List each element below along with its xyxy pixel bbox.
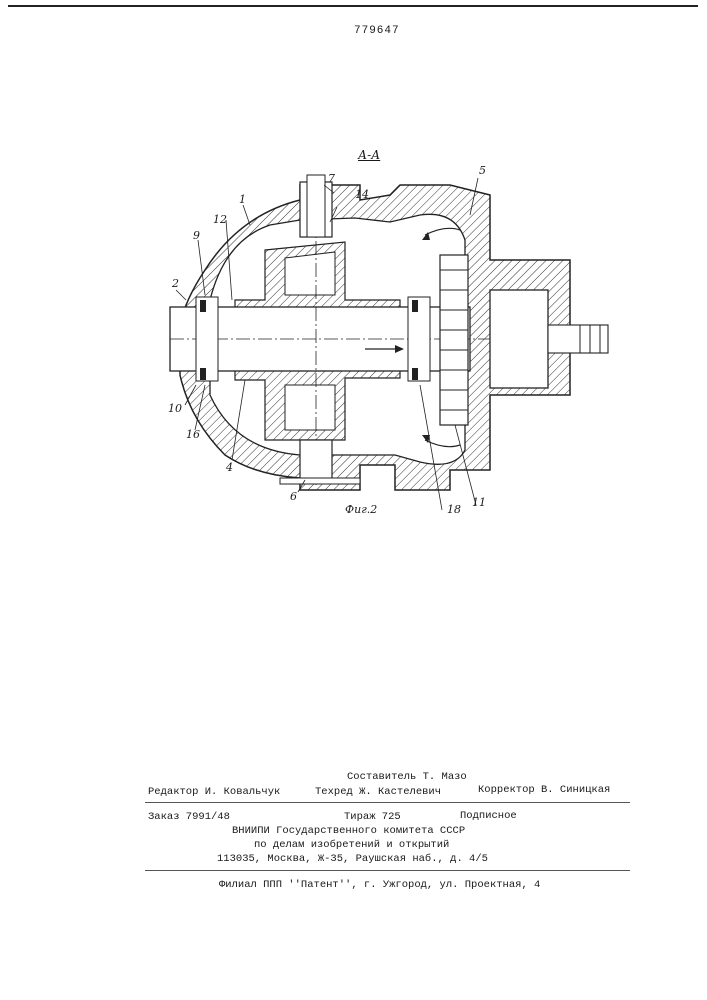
part-label-2: 2 <box>172 277 179 290</box>
patent-number: 779647 <box>354 25 400 37</box>
motor-coupling <box>490 290 548 388</box>
top-border-line <box>8 5 698 7</box>
credits-order: Заказ 7991/48 <box>148 811 230 823</box>
credits-circulation: Тираж 725 <box>344 811 401 823</box>
credits-branch: Филиал ППП ''Патент'', г. Ужгород, ул. П… <box>219 879 540 891</box>
credits-address: 113035, Москва, Ж-35, Раушская наб., д. … <box>217 853 488 865</box>
part-label-10: 10 <box>168 402 182 415</box>
figure-caption: Фиг.2 <box>345 503 377 516</box>
credits-rule-1 <box>145 802 630 803</box>
pump-cross-section-drawing <box>150 140 620 530</box>
bottom-pipe <box>300 440 332 480</box>
impeller <box>440 255 468 425</box>
part-label-4: 4 <box>226 461 233 474</box>
credits-corrector: Корректор В. Синицкая <box>478 784 610 796</box>
credits-compiler: Составитель Т. Мазо <box>347 771 467 783</box>
part-label-6: 6 <box>290 490 297 503</box>
credits-org-line1: ВНИИПИ Государственного комитета СССР <box>232 825 465 837</box>
part-label-1: 1 <box>239 193 246 206</box>
credits-techred: Техред Ж. Кастелевич <box>315 786 441 798</box>
part-label-14: 14 <box>355 188 369 201</box>
part-label-16: 16 <box>186 428 200 441</box>
part-label-7: 7 <box>328 172 335 185</box>
part-label-9: 9 <box>193 229 200 242</box>
credits-editor: Редактор И. Ковальчук <box>148 786 280 798</box>
part-label-11: 11 <box>472 496 486 509</box>
credits-org-line2: по делам изобретений и открытий <box>254 839 449 851</box>
credits-rule-2 <box>145 870 630 871</box>
part-label-18: 18 <box>447 503 461 516</box>
part-label-12: 12 <box>213 213 227 226</box>
credits-subscription: Подписное <box>460 810 517 822</box>
part-label-5: 5 <box>479 164 486 177</box>
